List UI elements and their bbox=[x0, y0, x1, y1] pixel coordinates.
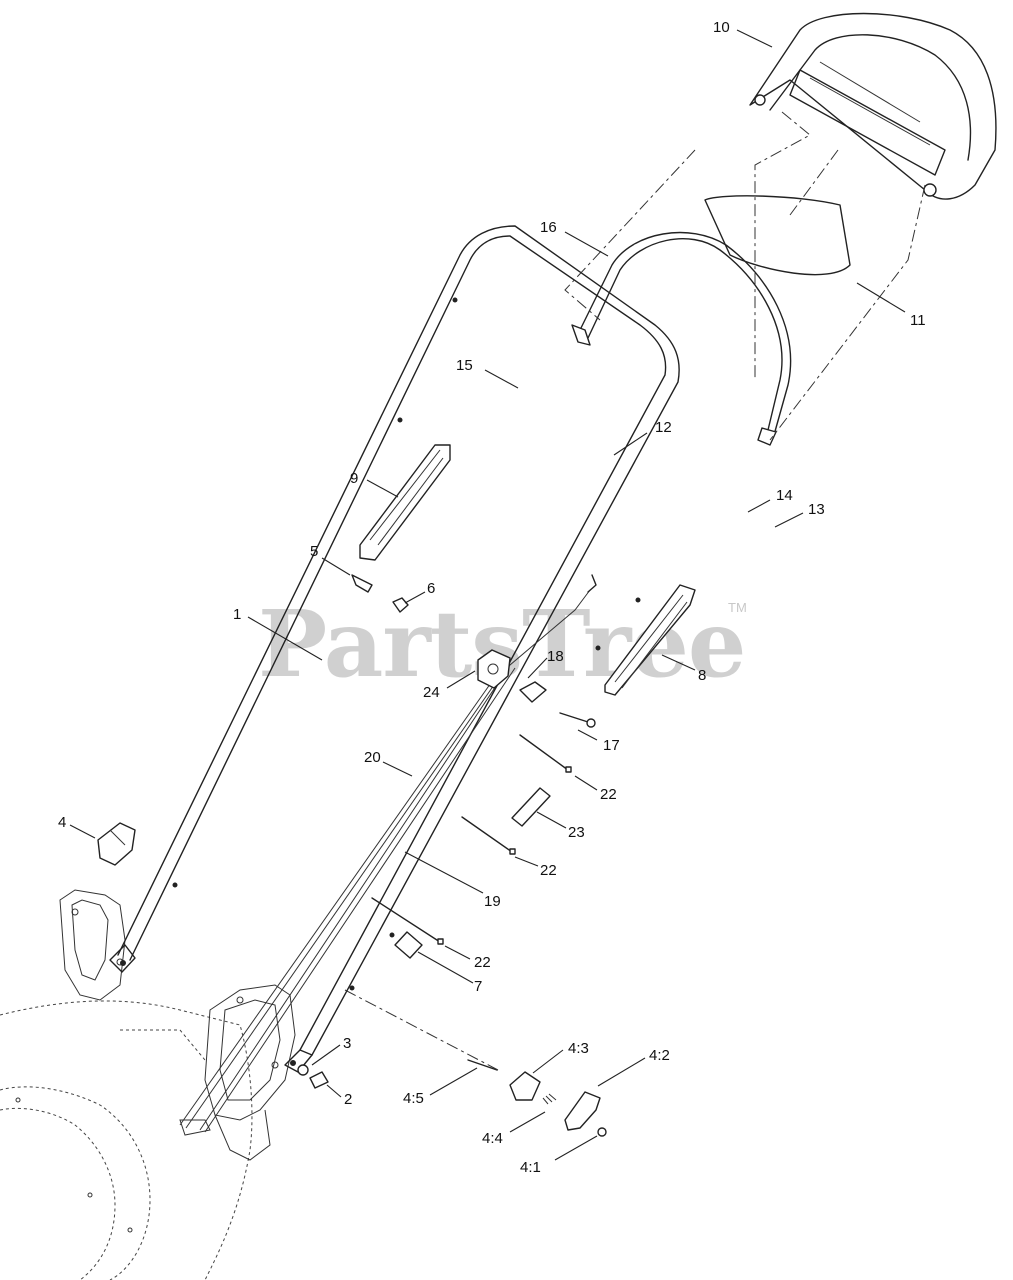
callout-4: 4 bbox=[58, 814, 66, 831]
callout-18: 18 bbox=[547, 648, 564, 665]
callout-15: 15 bbox=[456, 357, 473, 374]
callout-4-5: 4:5 bbox=[403, 1090, 424, 1107]
mower-deck bbox=[0, 889, 296, 1280]
callout-19: 19 bbox=[484, 893, 501, 910]
handle-lower-part-1 bbox=[109, 225, 680, 1073]
bail-part-16 bbox=[571, 231, 792, 446]
knob-assembly-part-4 bbox=[467, 1059, 607, 1137]
pins-part-22 bbox=[371, 734, 572, 945]
watermark-tm: TM bbox=[728, 600, 747, 615]
callout-8: 8 bbox=[698, 667, 706, 684]
part-18 bbox=[519, 681, 547, 703]
callout-20: 20 bbox=[364, 749, 381, 766]
callout-10: 10 bbox=[713, 19, 730, 36]
cable-guide-part-9 bbox=[359, 444, 451, 561]
callout-2: 2 bbox=[344, 1091, 352, 1108]
fasteners-part-2-3 bbox=[297, 1064, 329, 1089]
callout-22-c: 22 bbox=[474, 954, 491, 971]
callout-22-a: 22 bbox=[600, 786, 617, 803]
upper-handle-part-10 bbox=[749, 12, 997, 200]
callout-22-b: 22 bbox=[540, 862, 557, 879]
nut-part-6 bbox=[392, 597, 409, 613]
control-part-24 bbox=[477, 649, 511, 689]
callout-4-3: 4:3 bbox=[568, 1040, 589, 1057]
callout-14: 14 bbox=[776, 487, 793, 504]
clip-part-5 bbox=[351, 574, 373, 593]
projection-lines bbox=[344, 111, 926, 1071]
callout-16: 16 bbox=[540, 219, 557, 236]
callout-24: 24 bbox=[423, 684, 440, 701]
callout-4-1: 4:1 bbox=[520, 1159, 541, 1176]
callout-11: 11 bbox=[910, 312, 926, 329]
pad-part-11 bbox=[704, 195, 851, 276]
control-cables bbox=[179, 574, 597, 1133]
callout-17: 17 bbox=[603, 737, 620, 754]
leader-lines bbox=[69, 29, 906, 1161]
callout-3: 3 bbox=[343, 1035, 351, 1052]
callout-4-2: 4:2 bbox=[649, 1047, 670, 1064]
knob-part-4 bbox=[97, 822, 136, 866]
callout-23: 23 bbox=[568, 824, 585, 841]
cable-guide-part-8 bbox=[604, 584, 696, 696]
callout-5: 5 bbox=[310, 543, 318, 560]
callout-labels: 10 16 11 15 12 9 14 13 5 6 1 18 8 24 17 … bbox=[58, 19, 926, 1176]
callout-7: 7 bbox=[474, 978, 482, 995]
callout-6: 6 bbox=[427, 580, 435, 597]
callout-12: 12 bbox=[655, 419, 672, 436]
part-23 bbox=[511, 787, 551, 827]
callout-4-4: 4:4 bbox=[482, 1130, 503, 1147]
callout-13: 13 bbox=[808, 501, 825, 518]
part-7 bbox=[394, 931, 423, 959]
callout-9: 9 bbox=[350, 470, 358, 487]
bolt-part-17 bbox=[559, 712, 596, 728]
callout-1: 1 bbox=[233, 606, 241, 623]
